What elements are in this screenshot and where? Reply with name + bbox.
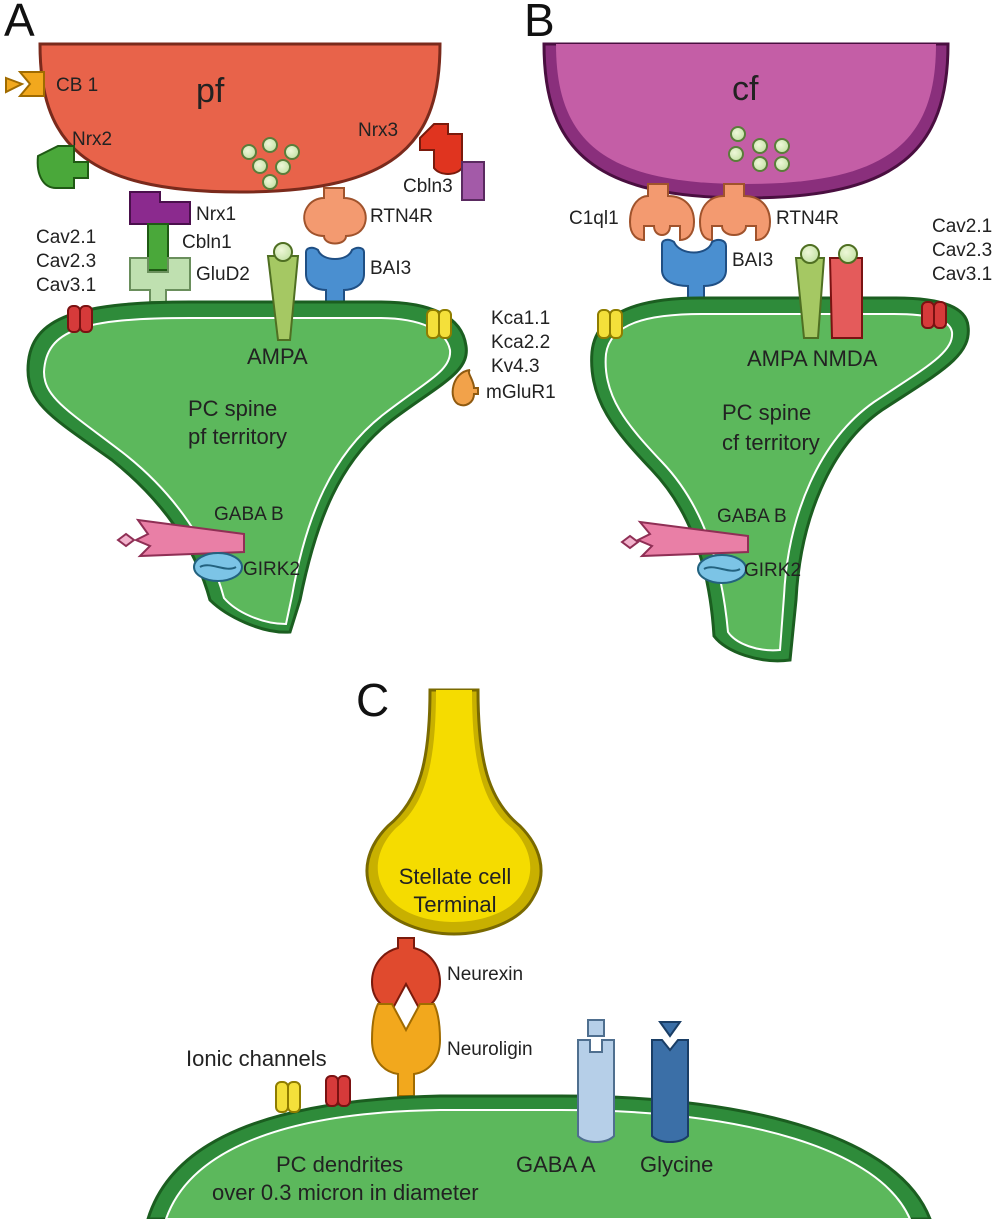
- neuroligin-label: Neuroligin: [447, 1039, 533, 1060]
- panel-a: A pf CB 1 Nrx2 Nrx3 Cbln3 Nrx1 Cbln1: [4, 0, 485, 634]
- cav-b-line2: Cav2.3: [932, 240, 992, 261]
- nrx3-label: Nrx3: [358, 120, 398, 141]
- glud2-label: GluD2: [196, 264, 250, 285]
- cbln3-label: Cbln3: [403, 176, 453, 197]
- girk2-channel-b: [697, 554, 747, 584]
- glycine-ligand: [658, 1021, 682, 1038]
- cb1-receptor: [5, 71, 45, 97]
- pf-terminal: [38, 42, 442, 194]
- rtn4r-label-a: RTN4R: [370, 206, 433, 227]
- nrx3-protein: [419, 123, 463, 175]
- cbln1-label: Cbln1: [182, 232, 232, 253]
- gaba-a-receptor: [577, 1039, 615, 1143]
- bai3-label-b: BAI3: [732, 250, 773, 271]
- cav-channel-b: [921, 301, 947, 329]
- spine-a-line1: PC spine: [188, 396, 277, 421]
- rtn4r-receptor-b: [698, 183, 772, 242]
- vesicle-cluster-a: [241, 137, 300, 190]
- stellate-line2: Terminal: [413, 892, 496, 917]
- cav-a-line2: Cav2.3: [36, 251, 96, 272]
- glycine-receptor: [651, 1039, 689, 1143]
- stellate-terminal-inner: [377, 690, 531, 922]
- ionic-channel-yellow: [275, 1081, 301, 1113]
- mglur1-receptor: [451, 369, 479, 407]
- cbln1-protein: [147, 223, 169, 271]
- cav-a-line1: Cav2.1: [36, 227, 96, 248]
- ampa-label-a: AMPA: [247, 344, 308, 369]
- cf-terminal-label: cf: [732, 70, 759, 108]
- gaba-b-label-a: GABA B: [214, 504, 284, 525]
- neuroligin-protein: [370, 1003, 442, 1097]
- stellate-line1: Stellate cell: [399, 864, 512, 889]
- nrx1-protein: [129, 191, 191, 225]
- spine-b-line1: PC spine: [722, 400, 811, 425]
- gaba-a-ligand: [587, 1019, 605, 1037]
- k-line2: Kca2.2: [491, 332, 550, 353]
- dendrite-line2: over 0.3 micron in diameter: [212, 1180, 479, 1205]
- cbln3-protein: [461, 161, 485, 201]
- glycine-label: Glycine: [640, 1152, 713, 1177]
- bai3-receptor-b: [661, 238, 727, 299]
- panel-c-letter: C: [356, 674, 389, 726]
- panel-a-letter: A: [4, 0, 35, 46]
- gaba-b-receptor-b: [635, 520, 749, 558]
- rtn4r-receptor-a: [303, 187, 367, 245]
- k-channel-b: [597, 309, 623, 339]
- ionic-channels-label: Ionic channels: [186, 1046, 327, 1071]
- glutamate-b2: [838, 244, 858, 264]
- neurexin-label: Neurexin: [447, 964, 523, 985]
- c1ql1-label: C1ql1: [569, 208, 619, 229]
- cav-b-line3: Cav3.1: [932, 264, 992, 285]
- gaba-ligand-b: [620, 534, 640, 550]
- k-line1: Kca1.1: [491, 308, 550, 329]
- girk2-channel-a: [193, 552, 243, 582]
- panel-b: B cf C1ql1 RTN4R BAI3 PC spine cf territ…: [524, 0, 992, 663]
- c1ql1-protein: [628, 183, 696, 242]
- ampa-nmda-label: AMPA NMDA: [747, 346, 878, 371]
- gaba-ligand-a: [116, 532, 136, 548]
- bai3-receptor-a: [305, 246, 365, 303]
- nmda-receptor-b: [828, 257, 863, 339]
- bai3-label-a: BAI3: [370, 258, 411, 279]
- glutamate-a: [273, 242, 293, 262]
- panel-b-letter: B: [524, 0, 555, 46]
- nrx2-label: Nrx2: [72, 129, 112, 150]
- girk2-label-b: GIRK2: [744, 560, 801, 581]
- glud2-receptor: [129, 257, 191, 303]
- cav-a-line3: Cav3.1: [36, 275, 96, 296]
- rtn4r-label-b: RTN4R: [776, 208, 839, 229]
- k-channel-a: [426, 309, 452, 339]
- cb1-label: CB 1: [56, 75, 98, 96]
- girk2-label-a: GIRK2: [243, 559, 300, 580]
- neurexin-protein: [370, 937, 442, 1012]
- gaba-a-label: GABA A: [516, 1152, 596, 1177]
- nrx2-protein: [36, 145, 89, 189]
- nrx1-label: Nrx1: [196, 204, 236, 225]
- vesicle-cluster-b: [728, 126, 790, 172]
- k-line3: Kv4.3: [491, 356, 540, 377]
- pf-terminal-label: pf: [196, 72, 225, 110]
- cav-channel-a: [67, 305, 93, 333]
- glutamate-b1: [800, 244, 820, 264]
- spine-a-line2: pf territory: [188, 424, 287, 449]
- gaba-b-label-b: GABA B: [717, 506, 787, 527]
- ionic-channel-red: [325, 1075, 351, 1107]
- mglur1-label: mGluR1: [486, 382, 556, 403]
- spine-b-line2: cf territory: [722, 430, 820, 455]
- panel-c: C Stellate cell Terminal Neurexin Neurol…: [146, 674, 932, 1219]
- dendrite-line1: PC dendrites: [276, 1152, 403, 1177]
- gaba-b-receptor-a: [133, 518, 245, 558]
- pc-spine-b-inner: [604, 313, 954, 652]
- pc-dendrite-inner: [164, 1109, 912, 1219]
- cf-terminal-inner: [556, 44, 936, 184]
- cav-b-line1: Cav2.1: [932, 216, 992, 237]
- pc-spine-a-inner: [42, 317, 452, 626]
